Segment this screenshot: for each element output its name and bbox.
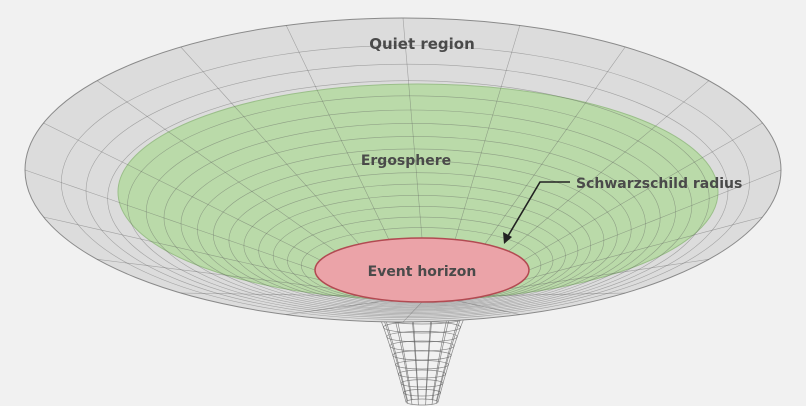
grid-ring bbox=[145, 109, 676, 314]
grid-meridian bbox=[508, 80, 709, 252]
grid-meridian bbox=[180, 292, 360, 297]
grid-meridian bbox=[43, 122, 321, 261]
throat-ring bbox=[395, 360, 449, 370]
grid-ring bbox=[300, 227, 542, 304]
grid-ring bbox=[243, 183, 591, 308]
quiet-region-label: Quiet region bbox=[369, 35, 475, 53]
event-horizon-label: Event horizon bbox=[368, 264, 477, 280]
grid-meridian bbox=[285, 25, 390, 240]
grid-ring bbox=[272, 206, 566, 306]
grid-meridian bbox=[528, 169, 782, 271]
grid-ring bbox=[287, 216, 554, 305]
grid-meridian bbox=[508, 259, 709, 290]
spacetime-grid bbox=[24, 17, 782, 323]
schwarzschild-pointer-line bbox=[507, 181, 570, 237]
grid-meridian bbox=[24, 169, 316, 271]
grid-ring bbox=[163, 123, 661, 313]
grid-meridian bbox=[402, 301, 423, 323]
ergosphere-label: Ergosphere bbox=[361, 153, 451, 169]
schwarzschild-arrowhead bbox=[503, 232, 512, 244]
grid-ring bbox=[85, 63, 729, 319]
grid-ring bbox=[197, 148, 632, 311]
grid-meridian bbox=[455, 300, 520, 315]
grid-meridian bbox=[43, 216, 321, 281]
grid-meridian bbox=[286, 300, 389, 315]
grid-meridian bbox=[180, 46, 360, 245]
grid-ring bbox=[228, 172, 605, 309]
grid-ring bbox=[212, 160, 618, 310]
grid-ring bbox=[60, 45, 750, 320]
grid-ring bbox=[107, 80, 710, 317]
throat-ring bbox=[392, 350, 452, 361]
throat-ring bbox=[389, 340, 455, 352]
grid-meridian bbox=[454, 25, 521, 240]
grid-meridian bbox=[97, 259, 336, 290]
grid-ring bbox=[180, 136, 646, 312]
grid-meridian bbox=[484, 292, 626, 297]
grid-meridian bbox=[402, 17, 423, 239]
throat-ring bbox=[397, 369, 447, 379]
grid-meridian bbox=[97, 80, 336, 252]
grid-meridian bbox=[523, 122, 763, 261]
throat-ring bbox=[403, 389, 441, 397]
grid-ring bbox=[258, 195, 579, 307]
grid-meridian bbox=[523, 216, 763, 281]
schwarzschild-radius-label: Schwarzschild radius bbox=[576, 176, 742, 192]
throat-ring bbox=[405, 398, 439, 406]
throat-ring bbox=[400, 379, 444, 388]
grid-meridian bbox=[484, 46, 626, 245]
event-horizon-region bbox=[314, 237, 530, 303]
grid-ring bbox=[127, 95, 693, 316]
